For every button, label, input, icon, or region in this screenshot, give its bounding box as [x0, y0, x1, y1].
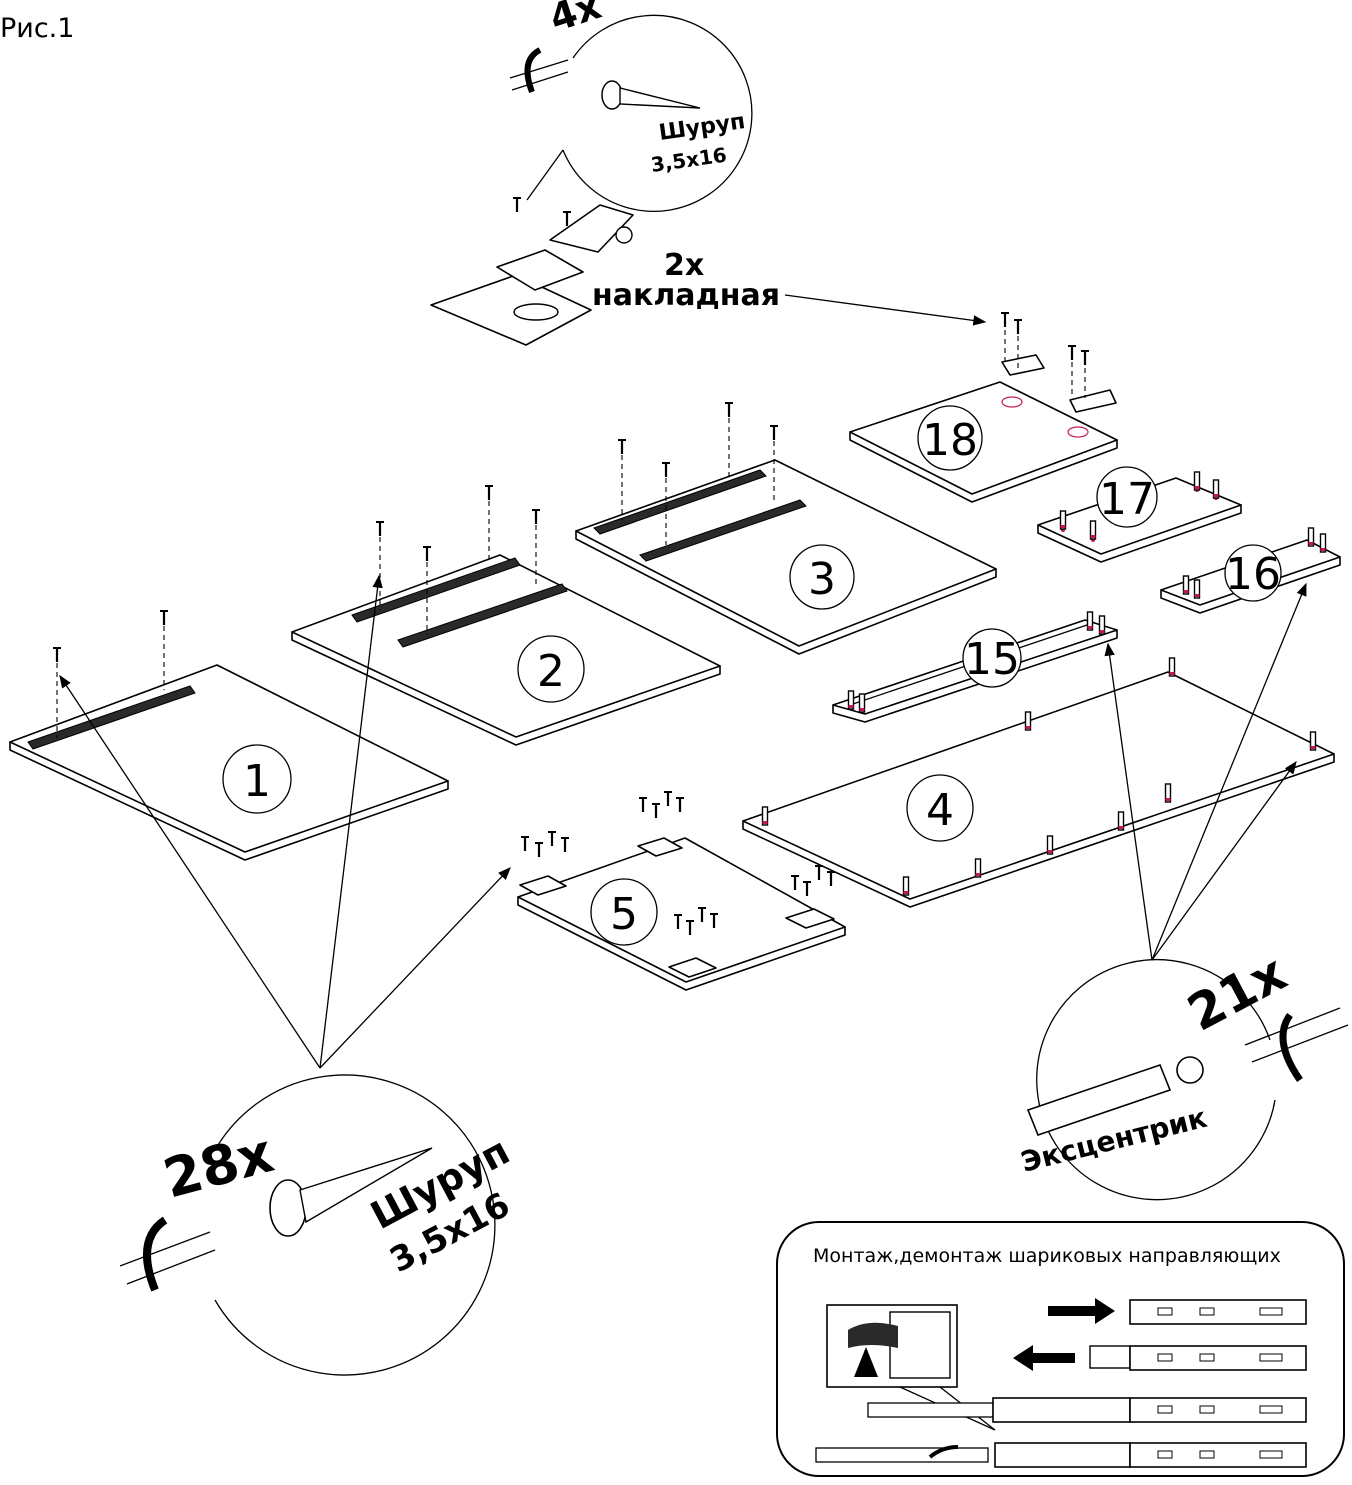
part-17: 17	[1037, 466, 1242, 563]
part-16: 16	[1160, 527, 1341, 614]
figure-label: Рис.1	[0, 13, 74, 44]
hinge-count: 2x	[664, 248, 704, 283]
hinge-detail: 2x накладная	[430, 196, 987, 346]
part-number: 3	[808, 554, 836, 605]
rail-box-title: Монтаж,демонтаж шариковых направляющих	[813, 1245, 1281, 1267]
screw-leader-lines	[59, 574, 511, 1069]
screw-icon	[269, 1147, 433, 1237]
panel-screw-count: 28x	[157, 1121, 280, 1210]
part-number: 17	[1099, 474, 1155, 525]
rail-icon	[867, 1397, 1307, 1423]
part-number: 5	[610, 889, 638, 940]
hinge-name: накладная	[592, 278, 780, 313]
hinge-screw-name: Шуруп	[657, 109, 746, 146]
part-18: 18	[849, 311, 1118, 503]
part-5: 5	[517, 790, 846, 991]
arrow-left-icon	[1013, 1345, 1075, 1371]
part-number: 2	[537, 646, 565, 697]
part-15: 15	[832, 611, 1118, 723]
screw-icon	[601, 80, 701, 110]
eccentric-leader-lines	[1104, 582, 1307, 961]
hinge-icon	[549, 204, 634, 253]
part-number: 15	[964, 634, 1020, 685]
hinge-icon	[1001, 354, 1045, 376]
rail-icon	[815, 1442, 1307, 1468]
rotate-arrow-icon	[1279, 1012, 1303, 1083]
part-3: 3	[575, 401, 997, 655]
part-number: 18	[922, 415, 978, 466]
rail-icon	[1089, 1345, 1307, 1371]
eccentric-count: 21x	[1178, 944, 1295, 1043]
part-number: 4	[926, 785, 954, 836]
hinge-screw-callout: 4x Шуруп 3,5x16	[509, 0, 753, 212]
part-number: 16	[1225, 549, 1281, 600]
panel-screw-callout: 28x Шуруп 3,5x16	[119, 1074, 517, 1376]
hinge-icon	[1069, 389, 1117, 413]
eccentric-callout: 21x Эксцентрик	[1018, 944, 1349, 1201]
eccentric-icon	[1026, 1056, 1204, 1137]
part-4: 4	[742, 657, 1335, 908]
hinge-screw-size: 3,5x16	[649, 143, 728, 177]
part-1: 1	[9, 609, 449, 861]
part-2: 2	[291, 484, 721, 746]
arrow-right-icon	[1048, 1298, 1115, 1324]
part-number: 1	[243, 756, 271, 807]
rail-icon	[1129, 1299, 1307, 1325]
rotate-arrow-icon	[524, 47, 542, 94]
rotate-arrow-icon	[143, 1216, 168, 1292]
rail-mounting-box: Монтаж,демонтаж шариковых направляющих	[776, 1221, 1345, 1477]
hinge-screw-count: 4x	[544, 0, 606, 41]
